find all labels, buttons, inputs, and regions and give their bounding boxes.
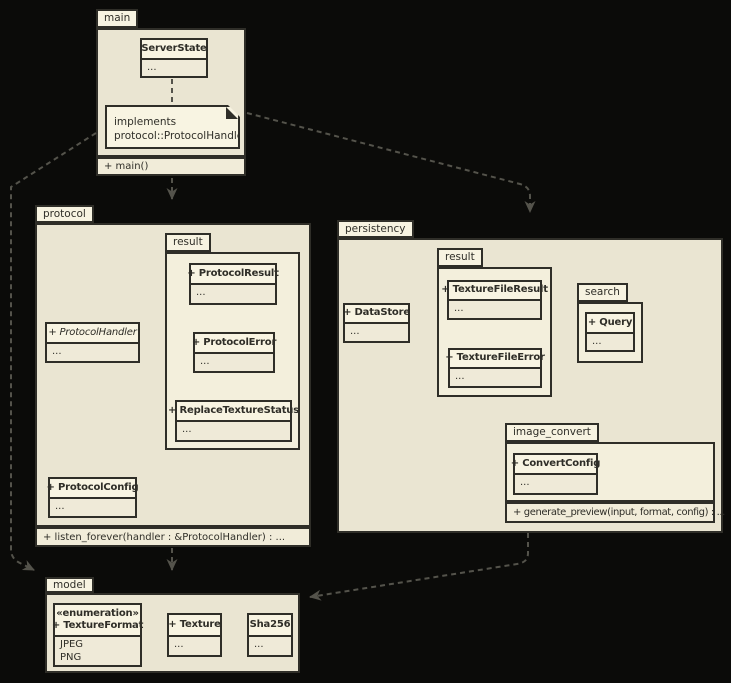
package-model-tab: model: [45, 577, 94, 593]
class-texture-name: + Texture: [168, 615, 221, 637]
class-query-members: ...: [592, 336, 602, 347]
class-protocolerror: + ProtocolError ...: [192, 332, 276, 373]
class-protocolerror-name: + ProtocolError: [192, 334, 276, 354]
class-datastore-name: + DataStore: [343, 305, 410, 324]
class-datastore-members: ...: [350, 326, 360, 337]
package-protocol-result-tab: result: [165, 233, 211, 252]
class-convertconfig-name: + ConvertConfig: [511, 455, 600, 475]
class-replacetexturestatus: + ReplaceTextureStatus ...: [168, 400, 299, 442]
class-convertconfig: + ConvertConfig ...: [511, 453, 600, 495]
package-image-convert-tab: image_convert: [505, 423, 599, 442]
class-replacetexturestatus-members: ...: [182, 424, 192, 435]
package-persistency-tab: persistency: [337, 220, 414, 238]
enum-value-png: PNG: [60, 652, 82, 663]
note-implements: implements protocol::ProtocolHandler: [105, 105, 240, 149]
class-query-name: + Query: [587, 314, 633, 334]
class-sha256: Sha256 ...: [247, 613, 293, 657]
class-texturefileresult: + TextureFileResult ...: [441, 280, 548, 320]
class-texturefileerror-name: + TextureFileError: [445, 350, 545, 369]
class-protocolconfig: + ProtocolConfig ...: [47, 477, 139, 518]
class-texturefileresult-members: ...: [454, 303, 464, 314]
class-protocolresult: + ProtocolResult ...: [187, 263, 279, 305]
class-protocolerror-members: ...: [200, 356, 210, 367]
class-serverstate: ServerState ...: [140, 38, 208, 78]
enum-value-jpeg: JPEG: [60, 639, 84, 650]
package-protocol-operations: + listen_forever(handler : &ProtocolHand…: [35, 527, 311, 547]
package-search-tab: search: [577, 283, 628, 302]
package-main-operations: + main(): [96, 157, 246, 176]
class-sha256-members: ...: [254, 639, 264, 650]
class-protocolhandler-name: + ProtocolHandler: [47, 324, 138, 344]
class-protocolresult-members: ...: [196, 287, 206, 298]
class-textureformat-title: «enumeration» + TextureFormat: [51, 605, 144, 637]
class-textureformat-name: + TextureFormat: [51, 620, 144, 631]
class-texture: + Texture ...: [167, 613, 222, 657]
class-texturefileerror-members: ...: [455, 371, 465, 382]
class-replacetexturestatus-name: + ReplaceTextureStatus: [168, 402, 299, 422]
class-texturefileerror: + TextureFileError ...: [445, 348, 545, 388]
class-serverstate-members: ...: [147, 62, 157, 73]
class-datastore: + DataStore ...: [343, 303, 410, 343]
class-textureformat-values: JPEG PNG: [55, 637, 140, 665]
class-sha256-name: Sha256: [249, 615, 291, 637]
class-textureformat: «enumeration» + TextureFormat JPEG PNG: [51, 603, 144, 667]
class-protocolhandler: + ProtocolHandler ...: [45, 322, 140, 363]
note-line-1: implements: [114, 116, 177, 128]
class-protocolresult-name: + ProtocolResult: [187, 265, 279, 285]
class-texture-members: ...: [174, 639, 184, 650]
package-persistency-result-tab: result: [437, 248, 483, 267]
package-main-tab: main: [96, 9, 139, 28]
package-image-convert-operations: + generate_preview(input, format, config…: [505, 502, 725, 523]
class-textureformat-stereotype: «enumeration»: [56, 607, 139, 619]
dependency-persistency-to-model: [309, 533, 529, 601]
class-convertconfig-members: ...: [520, 477, 530, 488]
class-serverstate-name: ServerState: [141, 40, 207, 60]
class-protocolconfig-members: ...: [55, 501, 65, 512]
class-texturefileresult-name: + TextureFileResult: [441, 282, 548, 301]
note-line-2: protocol::ProtocolHandler: [114, 129, 248, 142]
class-protocolhandler-members: ...: [52, 346, 62, 357]
dependency-main-to-persistency: [246, 112, 536, 213]
class-protocolconfig-name: + ProtocolConfig: [47, 479, 139, 499]
class-query: + Query ...: [585, 312, 635, 352]
package-protocol-tab: protocol: [35, 205, 94, 223]
